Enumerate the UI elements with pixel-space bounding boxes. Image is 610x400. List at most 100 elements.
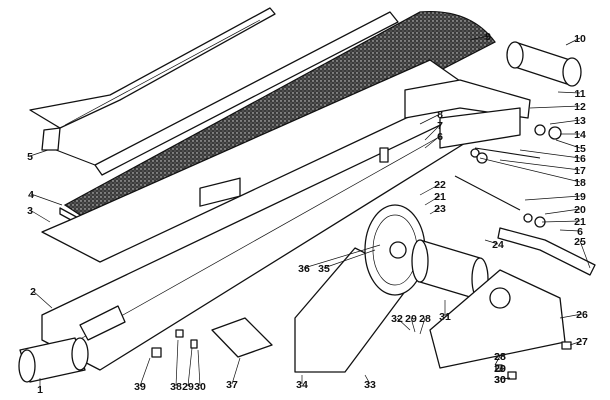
end-roller xyxy=(18,337,89,383)
callout-label-c25: 25 xyxy=(574,236,586,248)
leader-line xyxy=(579,240,591,269)
leader-line xyxy=(424,195,441,206)
callout-label-c10: 10 xyxy=(574,33,586,45)
callout-label-c29c: 29 xyxy=(182,381,194,393)
callout-label-c34: 34 xyxy=(296,379,308,391)
leader-line xyxy=(175,339,179,387)
leader-line xyxy=(197,349,201,387)
callout-label-c39: 39 xyxy=(134,381,146,393)
motor-unit xyxy=(506,41,582,87)
callout-label-c36: 36 xyxy=(298,263,310,275)
leader-line xyxy=(29,209,51,223)
leader-line xyxy=(410,317,416,333)
leader-line xyxy=(30,193,63,206)
leader-line xyxy=(231,357,241,385)
callout-label-c30a: 30 xyxy=(494,374,506,386)
callout-label-c30b: 30 xyxy=(194,381,206,393)
leader-line xyxy=(396,317,411,331)
callout-label-c8: 8 xyxy=(437,109,443,121)
callout-label-c26: 26 xyxy=(576,309,588,321)
callout-label-c37: 37 xyxy=(226,379,238,391)
callout-label-c18: 18 xyxy=(574,177,586,189)
callout-label-c7: 7 xyxy=(437,120,443,132)
tension-rod xyxy=(454,175,521,211)
drive-pulley xyxy=(364,204,426,296)
leader-line xyxy=(557,91,581,94)
callout-label-c29b: 29 xyxy=(405,313,417,325)
callout-label-c17: 17 xyxy=(574,165,586,177)
side-frame xyxy=(429,269,566,369)
leader-line xyxy=(529,105,581,109)
callout-label-c6b: 6 xyxy=(577,226,583,238)
leader-line xyxy=(303,244,381,269)
leader-line xyxy=(555,139,581,149)
callout-label-c5: 5 xyxy=(27,151,33,163)
leader-line xyxy=(559,229,581,232)
callout-label-c38: 38 xyxy=(170,381,182,393)
leader-line xyxy=(187,347,193,387)
leader-line xyxy=(419,113,441,125)
callout-label-c33: 33 xyxy=(364,379,376,391)
callout-label-c15: 15 xyxy=(574,143,586,155)
callout-label-c21a: 21 xyxy=(574,216,586,228)
callout-label-c32: 32 xyxy=(391,313,403,325)
callout-label-c23: 23 xyxy=(434,203,446,215)
callout-label-c19: 19 xyxy=(574,191,586,203)
leader-line xyxy=(541,220,581,223)
leader-line xyxy=(559,313,583,319)
callout-label-c28a: 28 xyxy=(494,351,506,363)
leader-line xyxy=(419,183,441,196)
callout-label-c4: 4 xyxy=(28,189,34,201)
leader-line xyxy=(323,249,376,269)
leader-line xyxy=(419,317,426,335)
callout-label-c9: 9 xyxy=(485,31,491,43)
leader-line xyxy=(484,239,499,245)
cover-plate xyxy=(211,317,273,358)
leader-line xyxy=(29,149,49,157)
leader-line xyxy=(544,208,581,215)
callout-label-c28b: 28 xyxy=(419,313,431,325)
leader-line xyxy=(429,207,441,215)
support-bracket xyxy=(497,227,596,276)
leader-line xyxy=(469,35,489,41)
callout-label-c11: 11 xyxy=(574,88,585,100)
callout-label-c6a: 6 xyxy=(437,131,443,143)
hopper-guide xyxy=(29,7,399,176)
leader-line xyxy=(424,124,441,141)
callout-label-c20: 20 xyxy=(574,204,586,216)
callout-label-c16: 16 xyxy=(574,153,586,165)
callout-label-c30c: 30 xyxy=(494,374,506,386)
callout-label-c31: 31 xyxy=(439,311,451,323)
leader-line xyxy=(139,357,151,387)
callout-label-c3: 3 xyxy=(27,205,33,217)
callout-label-c28c: 28 xyxy=(494,351,506,363)
callout-label-c24: 24 xyxy=(492,239,504,251)
mounting-bracket xyxy=(404,79,531,119)
leader-line xyxy=(565,37,581,46)
callout-label-c35: 35 xyxy=(318,263,330,275)
callout-label-c21b: 21 xyxy=(434,191,446,203)
callout-label-c1: 1 xyxy=(37,384,43,396)
callout-label-c2: 2 xyxy=(30,286,36,298)
leader-line xyxy=(32,290,53,309)
callout-label-c29d: 29 xyxy=(494,363,506,375)
leader-line xyxy=(364,374,371,385)
leader-line xyxy=(494,355,501,366)
leader-line xyxy=(424,135,441,149)
callout-label-c27: 27 xyxy=(576,336,588,348)
drive-drum xyxy=(411,239,489,301)
leader-line xyxy=(519,149,581,159)
leader-line xyxy=(524,195,581,201)
small-hardware xyxy=(151,124,572,380)
leader-line xyxy=(499,377,511,380)
callout-label-c14: 14 xyxy=(574,129,586,141)
callout-label-c12: 12 xyxy=(574,101,586,113)
leader-line xyxy=(549,119,581,125)
leader-line xyxy=(569,340,583,346)
leader-line xyxy=(479,157,581,183)
bed-plate xyxy=(41,59,471,263)
callout-label-c22: 22 xyxy=(434,179,446,191)
